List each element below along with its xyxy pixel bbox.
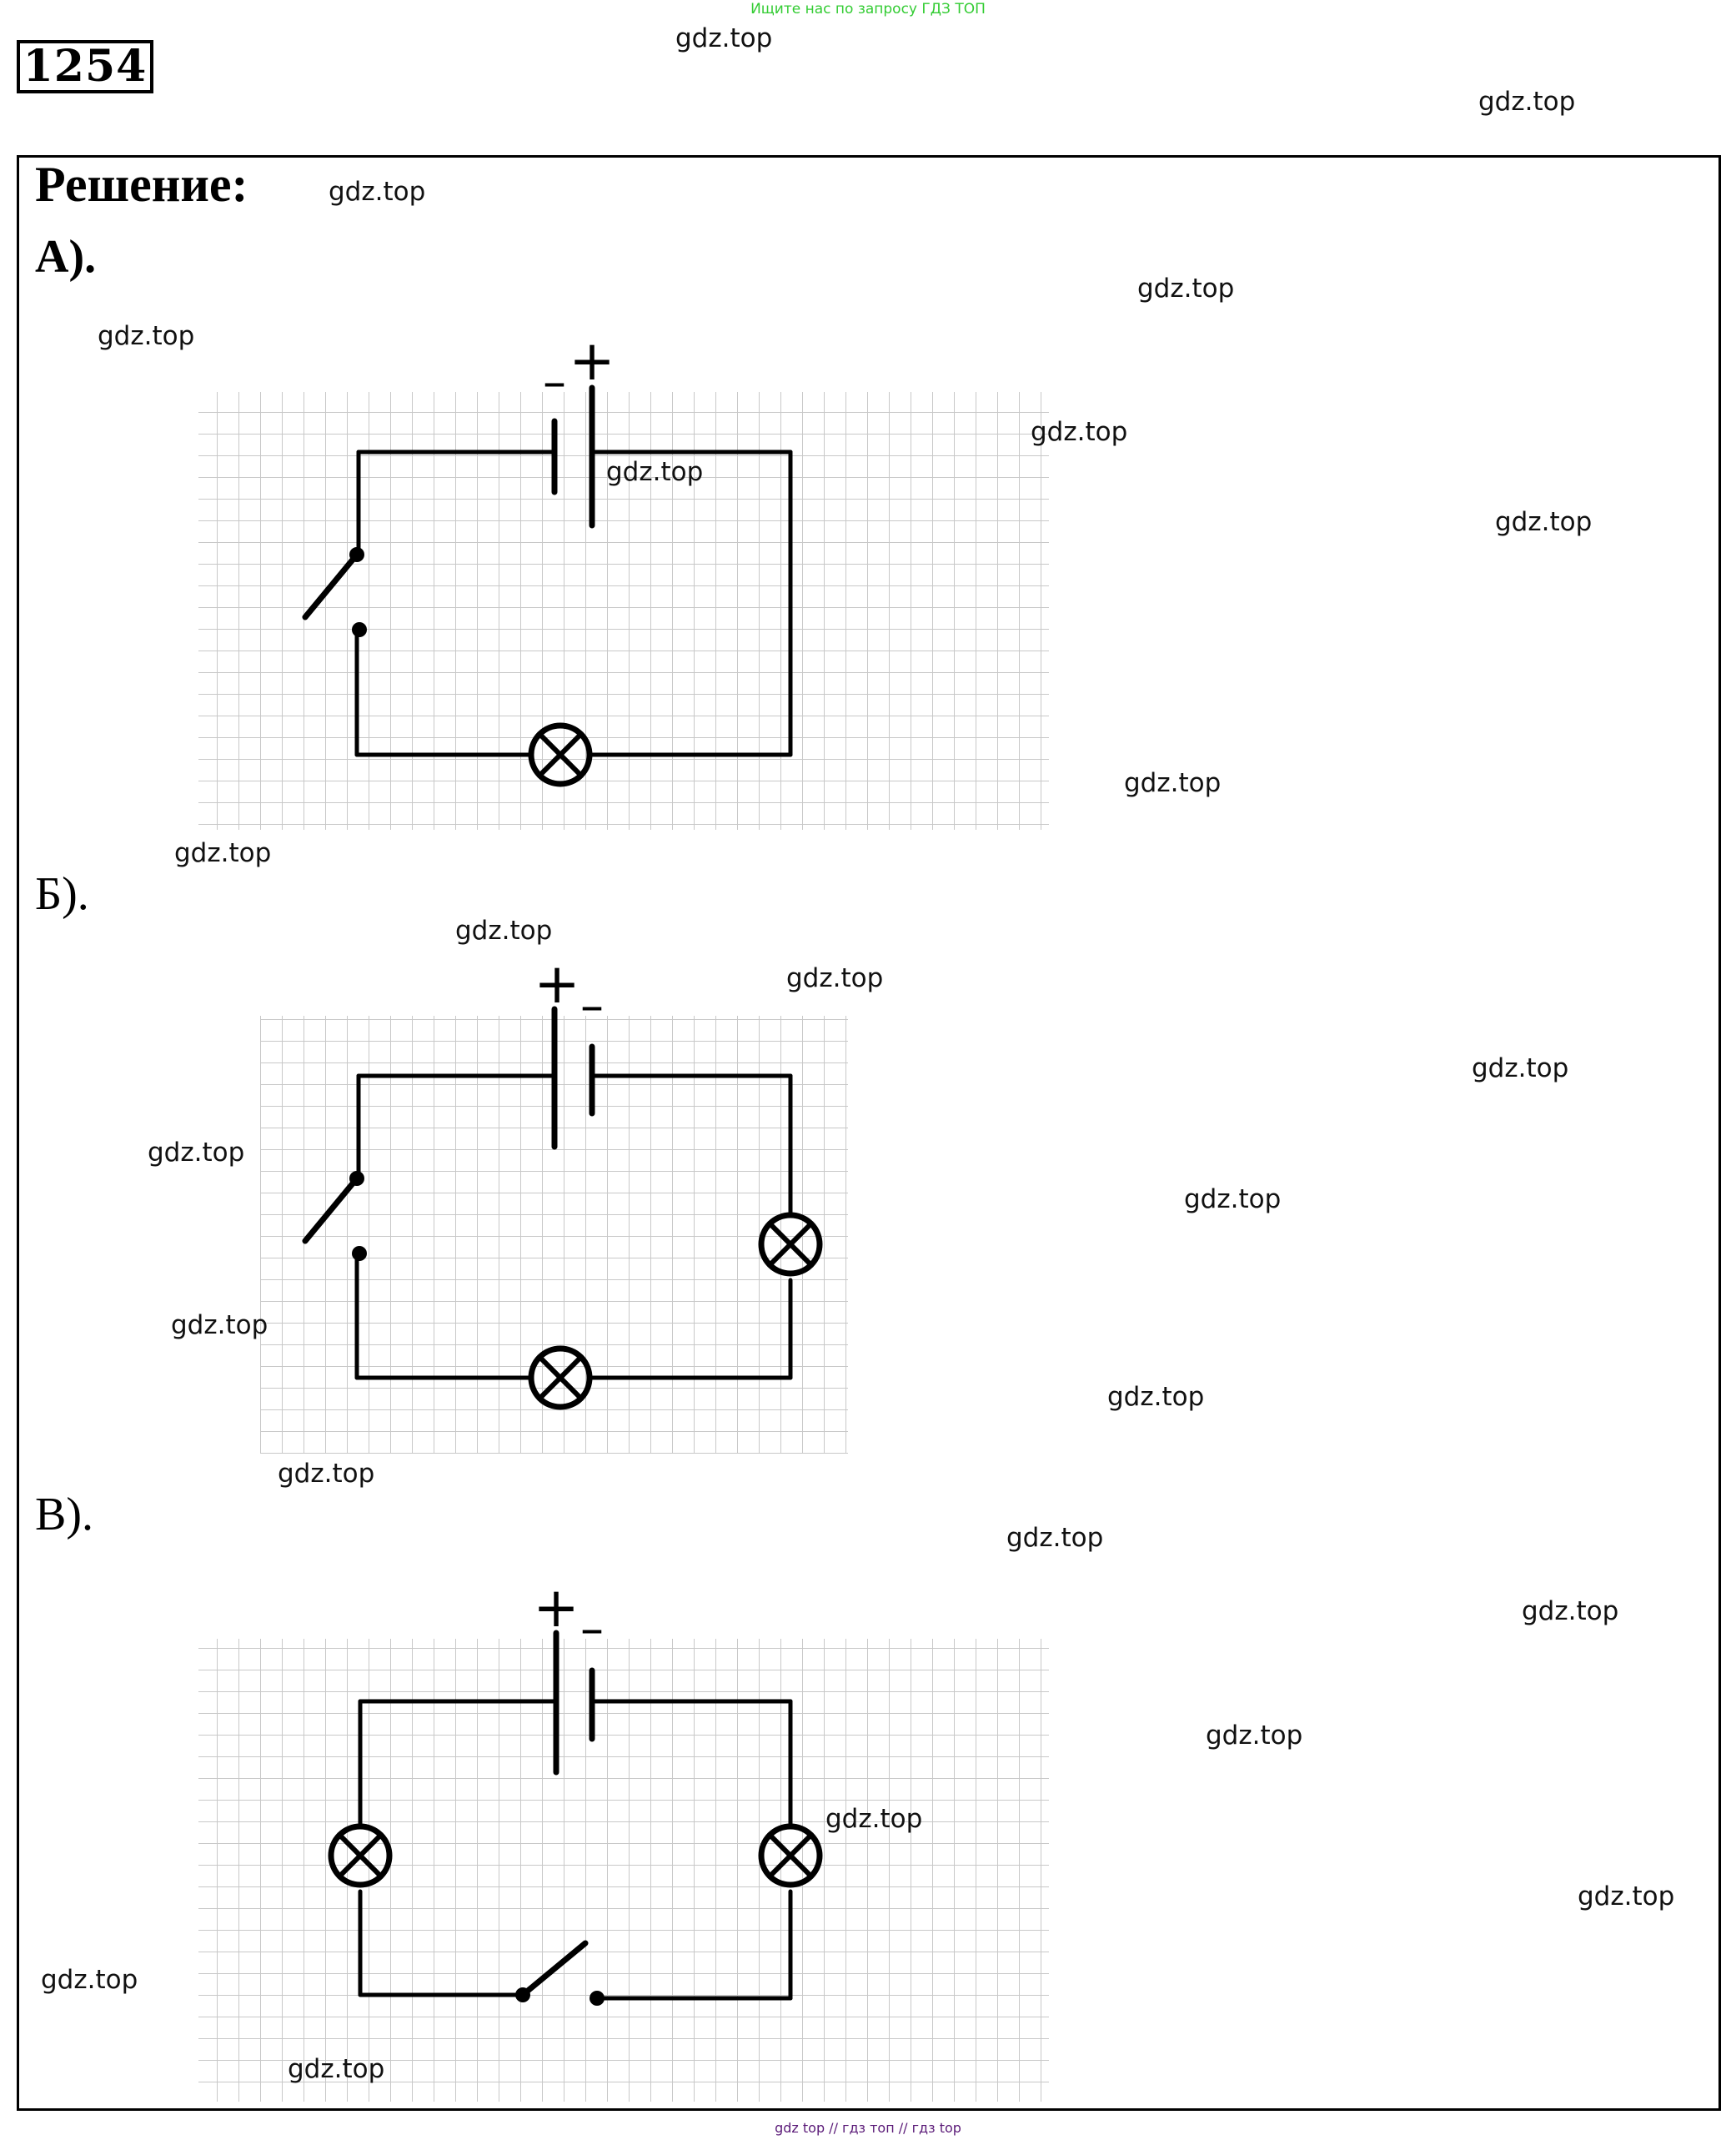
switch-contact: [352, 1246, 367, 1261]
switch-contact: [352, 622, 367, 637]
lamp-cross: [767, 1221, 814, 1268]
lamp-symbol: [528, 1345, 593, 1410]
switch-contact: [349, 1171, 364, 1186]
watermark: gdz.top: [1578, 1881, 1675, 1911]
watermark: gdz.top: [1472, 1053, 1569, 1083]
lamp-cross: [767, 1832, 814, 1879]
watermark: gdz.top: [675, 23, 773, 53]
switch-contact: [349, 547, 364, 562]
footer-watermark: gdz top // гдз топ // гдз top: [775, 2120, 961, 2136]
part-label-b: Б).: [35, 868, 89, 920]
watermark: gdz.top: [1184, 1184, 1282, 1214]
terminal-sign: +: [534, 952, 580, 1016]
watermark: gdz.top: [278, 1459, 375, 1489]
terminal-sign: +: [569, 329, 615, 393]
lamp-cross: [337, 1832, 384, 1879]
solution-heading: Решение:: [35, 157, 248, 212]
circuit-a: – +: [198, 329, 1049, 830]
watermark: gdz.top: [606, 457, 704, 487]
watermark: gdz.top: [98, 321, 195, 351]
watermark: gdz.top: [455, 916, 553, 946]
lamp-symbol: [328, 1823, 393, 1888]
lamp-symbol: [758, 1212, 823, 1277]
watermark: gdz.top: [288, 2054, 385, 2084]
lamp-symbol: [758, 1823, 823, 1888]
grid-paper-c: [198, 1639, 1049, 2102]
lamp-cross: [537, 731, 584, 778]
terminal-sign: –: [580, 1602, 604, 1656]
watermark: gdz.top: [171, 1310, 268, 1340]
watermark: gdz.top: [1522, 1596, 1619, 1626]
terminal-sign: –: [543, 355, 566, 409]
watermark: gdz.top: [41, 1965, 138, 1995]
watermark: gdz.top: [148, 1138, 245, 1168]
watermark: gdz.top: [1006, 1523, 1104, 1553]
problem-number: 1254: [17, 40, 153, 93]
watermark: gdz.top: [1031, 417, 1128, 447]
terminal-sign: –: [580, 979, 604, 1033]
switch-contact: [515, 1987, 530, 2002]
switch-lever: [302, 1175, 360, 1244]
switch-lever: [302, 551, 360, 620]
circuit-c: + –: [198, 1575, 1049, 2102]
watermark: gdz.top: [174, 838, 272, 868]
lamp-cross: [537, 1354, 584, 1401]
part-label-c: В).: [35, 1489, 93, 1540]
watermark: gdz.top: [786, 963, 884, 993]
watermark: gdz.top: [329, 177, 426, 207]
watermark: gdz.top: [1206, 1721, 1303, 1751]
switch-contact: [590, 1991, 605, 2006]
watermark: gdz.top: [1107, 1382, 1205, 1412]
watermark: gdz.top: [1124, 768, 1222, 798]
solution-frame: [17, 155, 1721, 2111]
circuit-b: + –: [260, 952, 848, 1454]
lamp-symbol: [528, 722, 593, 787]
terminal-sign: +: [533, 1575, 579, 1640]
top-banner: Ищите нас по запросу ГДЗ ТОП: [750, 1, 986, 18]
watermark: gdz.top: [1137, 274, 1235, 304]
switch-lever: [519, 1940, 589, 1998]
part-label-a: А).: [35, 231, 97, 283]
watermark: gdz.top: [825, 1804, 923, 1834]
watermark: gdz.top: [1478, 87, 1576, 117]
watermark: gdz.top: [1495, 507, 1593, 537]
